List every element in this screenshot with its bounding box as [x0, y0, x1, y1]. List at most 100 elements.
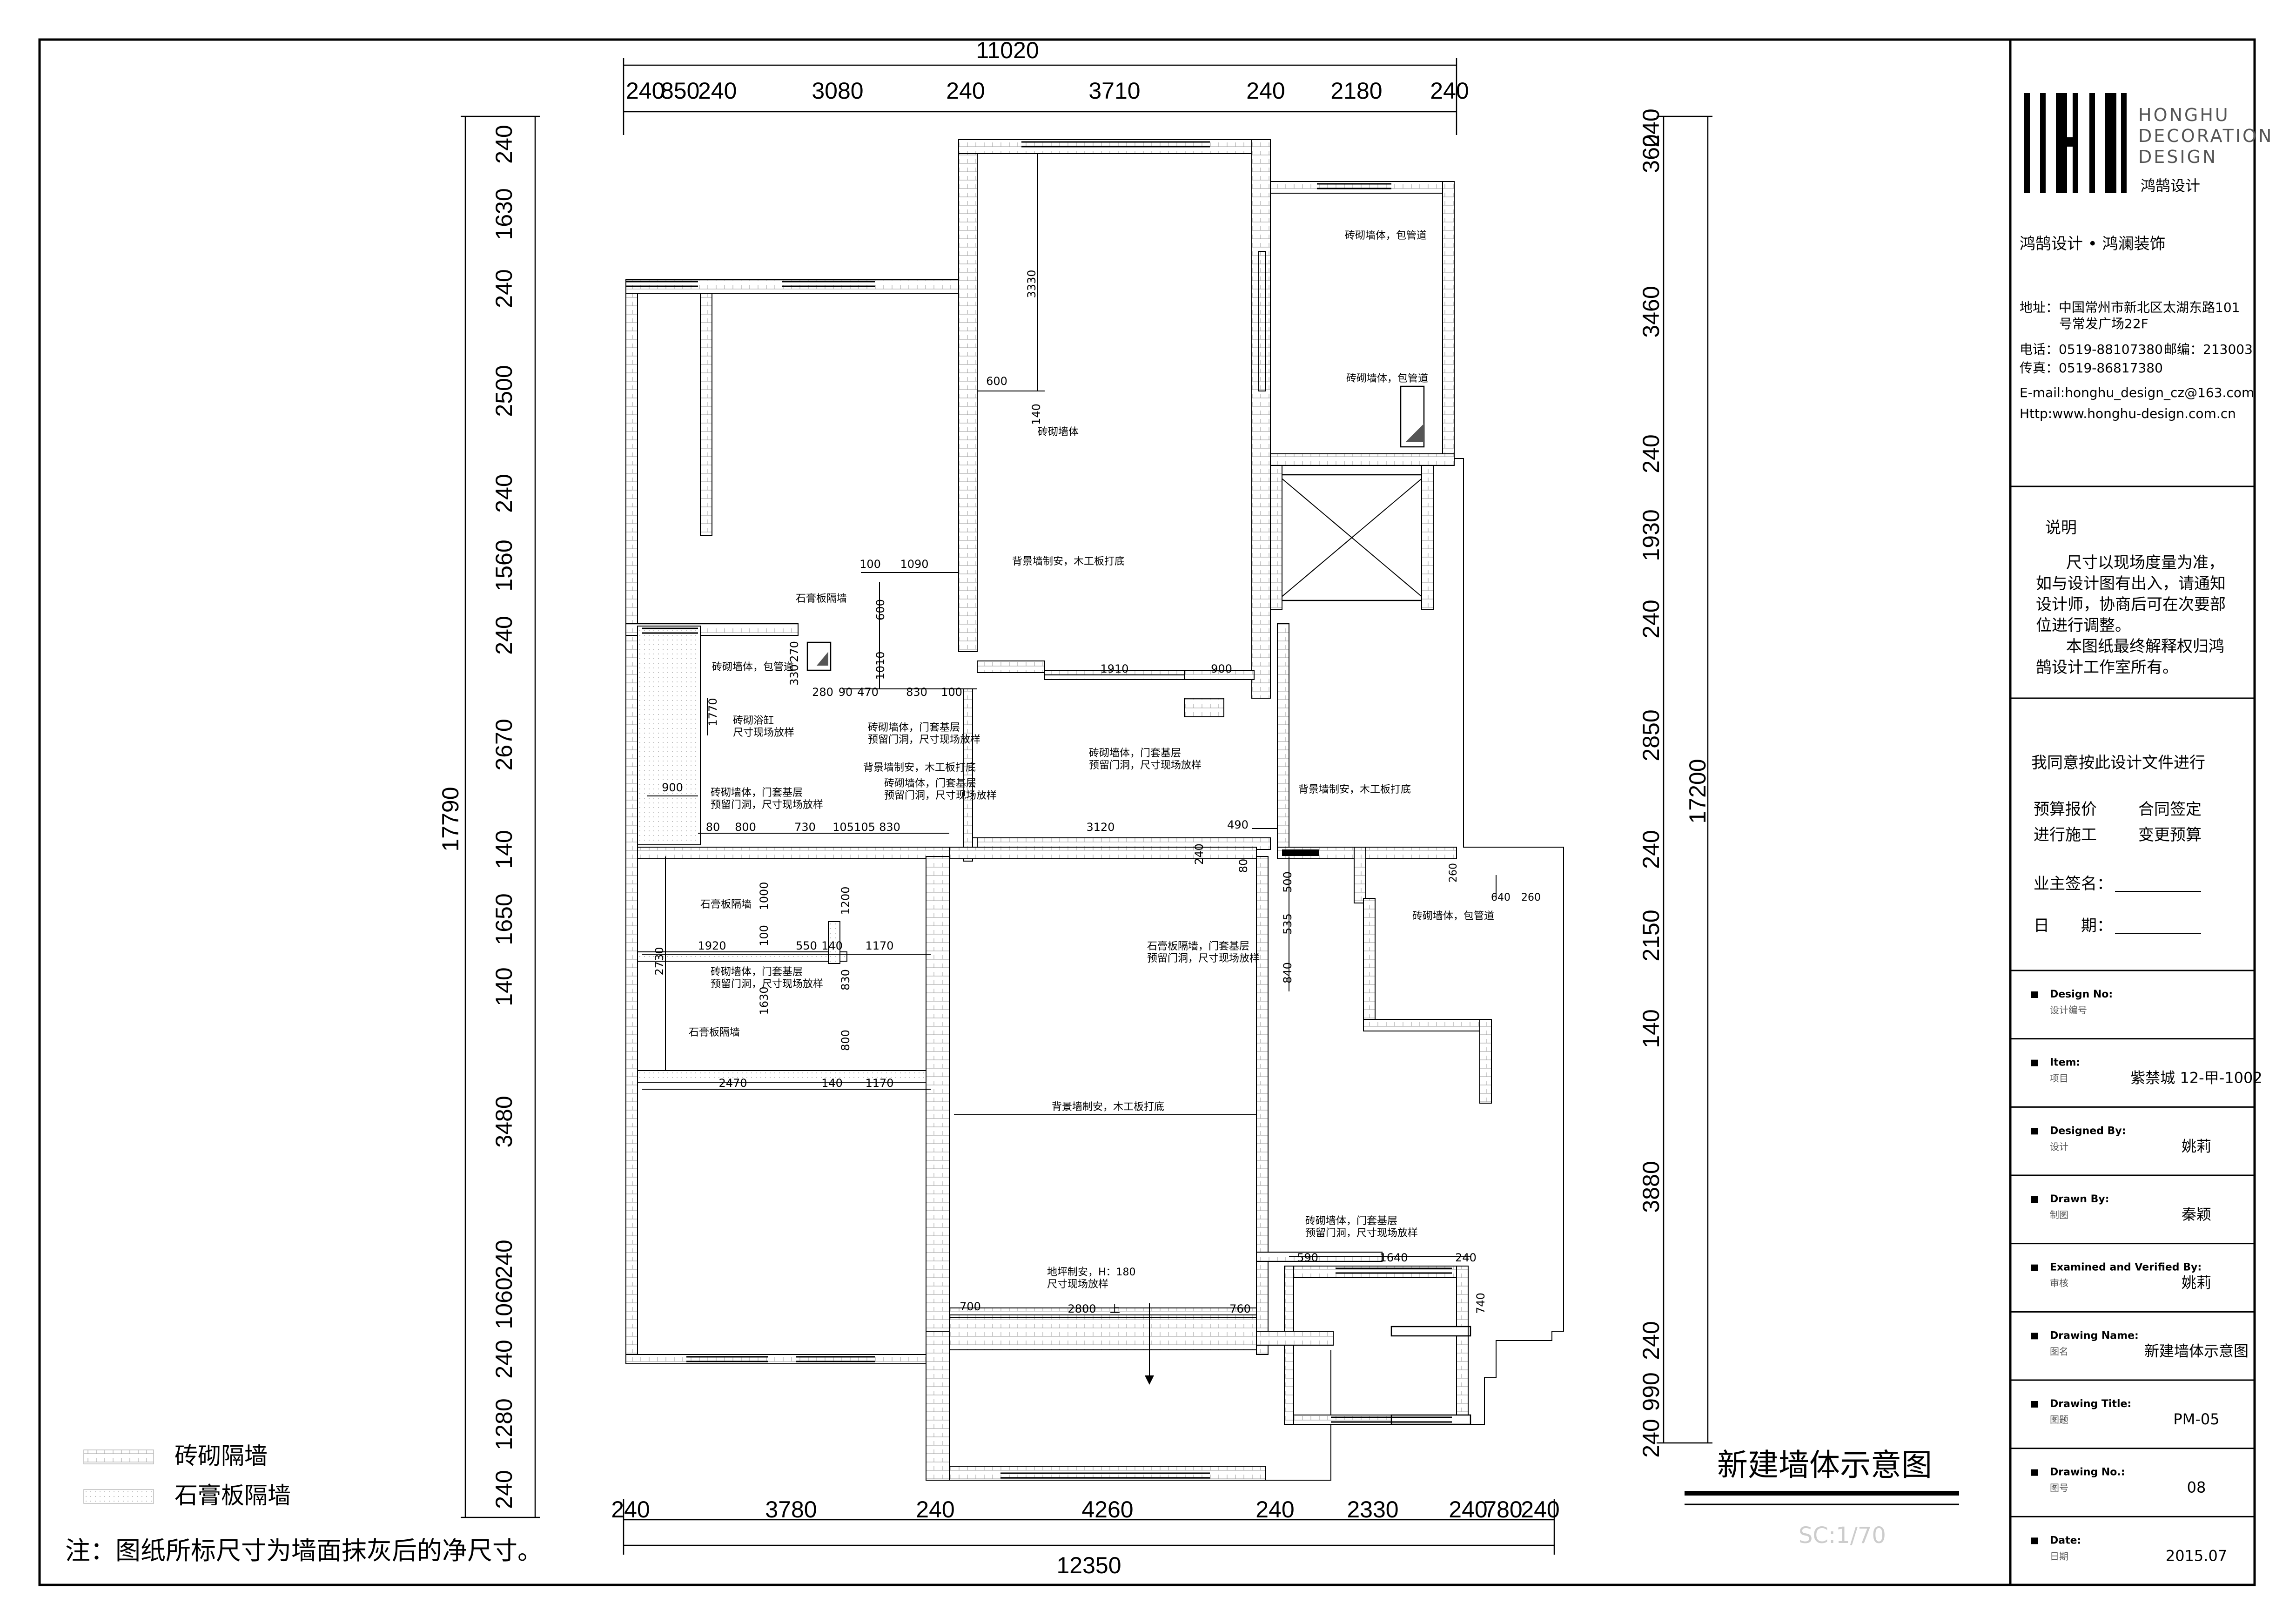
- row-label-cn: 日期: [2050, 1550, 2068, 1562]
- note: 砖砌墙体，包管道: [1345, 230, 1427, 242]
- dim-bottom: 240: [1521, 1496, 1559, 1523]
- dim-left: 240: [491, 616, 517, 654]
- row-label-cn: 图号: [2050, 1482, 2068, 1494]
- dim-right: 240: [1638, 108, 1664, 147]
- row-label-cn: 图名: [2050, 1346, 2068, 1357]
- dim-left: 2500: [491, 365, 517, 417]
- dim-left: 1060: [491, 1277, 517, 1329]
- sheet-border: [38, 38, 2256, 1586]
- note: 砖砌墙体，包管道: [1346, 373, 1428, 384]
- row-bullet-icon: [2031, 1333, 2038, 1340]
- inner-dim: 240: [1455, 1251, 1477, 1264]
- row-value: 紫禁城 12-甲-1002: [2130, 1069, 2262, 1087]
- annotation-notes: 砖砌墙体 背景墙制安，木工板打底 石膏板隔墙 砖砌墙体，包管道 砖砌墙体，包管道…: [689, 230, 1494, 1315]
- dim-right: 240: [1638, 600, 1664, 638]
- notes-line: 尺寸以现场度量为准，: [2066, 553, 2224, 572]
- option-construct: 进行施工: [2034, 826, 2097, 844]
- inner-dim: 3330: [1025, 270, 1038, 298]
- inner-dim: 105: [854, 821, 875, 834]
- note: 上: [1110, 1304, 1120, 1315]
- postcode: 邮编：213003: [2164, 342, 2253, 357]
- inner-dim: 1640: [1379, 1251, 1408, 1264]
- dim-top: 850: [661, 78, 699, 104]
- dim-left: 240: [491, 1240, 517, 1278]
- notes-line: 位进行调整。: [2036, 616, 2131, 635]
- dim-right: 2150: [1638, 910, 1664, 961]
- row-bullet-icon: [2031, 1537, 2038, 1544]
- dim-top: 3080: [812, 78, 863, 104]
- note: 砖砌墙体: [1038, 426, 1079, 438]
- note: 砖砌墙体，门套基层预留门洞，尺寸现场放样: [884, 778, 997, 802]
- note: 石膏板隔墙: [700, 899, 752, 910]
- dim-right: 140: [1638, 1009, 1664, 1048]
- note-line: 预留门洞，尺寸现场放样: [1305, 1227, 1418, 1239]
- dim-bottom-overall: 12350: [1056, 1552, 1121, 1578]
- legend-brick-label: 砖砌隔墙: [175, 1442, 268, 1469]
- inner-dim: 730: [794, 821, 816, 834]
- inner-dim: 3120: [1086, 821, 1114, 834]
- inner-dim: 140: [821, 1077, 843, 1090]
- row-label-en: Drawing Name:: [2050, 1330, 2139, 1341]
- inner-dim: 590: [1297, 1251, 1318, 1264]
- note-line: 预留门洞，尺寸现场放样: [884, 790, 997, 802]
- inner-dim: 105: [832, 821, 854, 834]
- inner-dim: 270: [788, 641, 801, 662]
- option-budget: 预算报价: [2034, 800, 2097, 819]
- inner-dim: 470: [857, 686, 879, 699]
- dim-bottom: 4260: [1081, 1496, 1133, 1523]
- dim-bottom: 240: [611, 1496, 650, 1523]
- row-label-en: Drawing Title:: [2050, 1398, 2131, 1410]
- note-line: 尺寸现场放样: [1047, 1279, 1108, 1290]
- row-bullet-icon: [2031, 1264, 2038, 1271]
- drawing-scale: SC:1/70: [1799, 1523, 1886, 1549]
- inner-dim: 500: [1281, 871, 1294, 893]
- note: 砖砌墙体，包管道: [712, 661, 794, 673]
- row-bullet-icon: [2031, 1469, 2038, 1476]
- dim-left: 240: [491, 269, 517, 308]
- inner-dim: 830: [879, 821, 900, 834]
- notes-line: 设计师，协商后可在次要部: [2036, 595, 2226, 614]
- owner-signature-label: 业主签名：: [2034, 875, 2113, 893]
- inner-dim: 100: [941, 686, 962, 699]
- dim-top: 240: [1430, 78, 1469, 104]
- notes-line: 本图纸最终解释权归鸿: [2066, 637, 2224, 656]
- dim-left: 240: [491, 1340, 517, 1378]
- legend-gypsum-label: 石膏板隔墙: [175, 1482, 291, 1509]
- inner-dim: 700: [960, 1300, 981, 1313]
- dim-right: 240: [1638, 1321, 1664, 1360]
- note: 背景墙制安，木工板打底: [863, 762, 976, 774]
- dim-right: 240: [1638, 830, 1664, 869]
- logo-text-2: DECORATION: [2138, 126, 2273, 146]
- row-label-cn: 设计: [2050, 1141, 2068, 1152]
- inner-dim: 1920: [698, 939, 726, 952]
- dim-right: 3880: [1638, 1161, 1664, 1213]
- dim-bottom: 3780: [765, 1496, 817, 1523]
- legend-brick-swatch: [83, 1449, 154, 1464]
- inner-dim: 1770: [706, 698, 719, 726]
- inner-dim: 1200: [839, 886, 852, 915]
- dim-top: 240: [698, 78, 737, 104]
- plan-walls: [625, 139, 1564, 1481]
- dim-right: 990: [1638, 1372, 1664, 1411]
- inner-dim: 260: [1521, 892, 1541, 903]
- inner-dim: 1170: [865, 1077, 893, 1090]
- dim-right: 1930: [1638, 509, 1664, 561]
- dim-left-overall: 17790: [437, 787, 463, 851]
- windows: [626, 141, 1452, 1479]
- inner-dim: 760: [1229, 1302, 1251, 1315]
- inner-dim: 1000: [758, 882, 771, 910]
- inner-dimension-texts: 3330 600 140 100 1090 600 1010 270 330 2…: [653, 270, 1541, 1315]
- row-label-cn: 图题: [2050, 1414, 2068, 1425]
- inner-dim: 550: [796, 939, 817, 952]
- dim-right: 3460: [1638, 286, 1664, 337]
- dim-bottom: 780: [1484, 1496, 1522, 1523]
- option-change: 变更预算: [2138, 826, 2202, 844]
- dim-right: 240: [1638, 434, 1664, 473]
- dim-top: 240: [1246, 78, 1285, 104]
- dim-left: 240: [491, 1470, 517, 1509]
- dim-top: 2180: [1330, 78, 1382, 104]
- inner-dim: 2730: [653, 947, 666, 975]
- inner-dim: 330: [788, 664, 801, 686]
- dim-left: 140: [491, 967, 517, 1006]
